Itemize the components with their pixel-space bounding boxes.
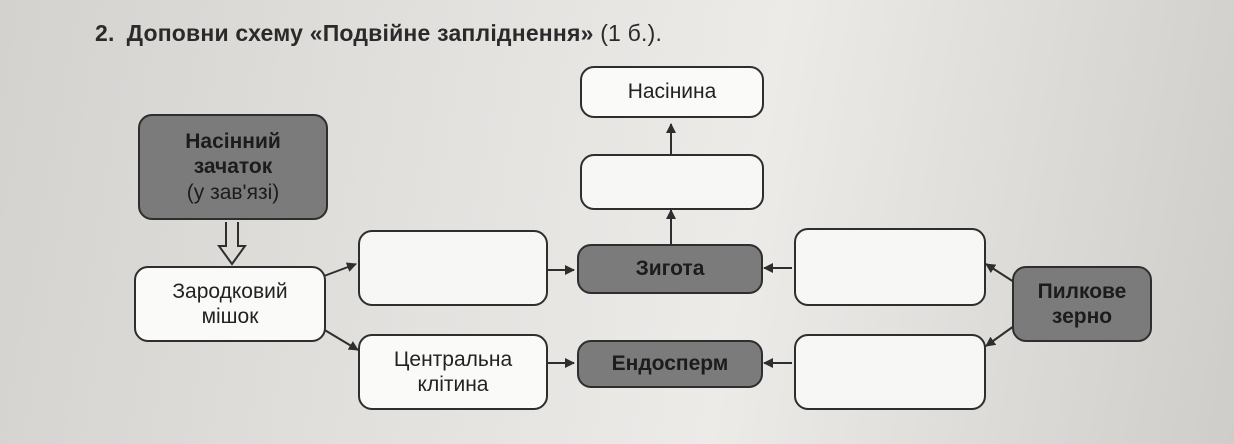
arrow-pollen-to-bottom [985,325,1015,347]
task-points: (1 б.). [600,20,663,46]
blank-above-zygote[interactable] [580,154,764,210]
node-pollen-grain-line2: зерно [1051,305,1113,328]
node-zygote-label: Зигота [635,257,705,281]
node-seed-label: Насінина [627,80,717,104]
node-endosperm: Ендосперм [577,340,763,388]
node-pollen-grain: Пилкове зерно [1012,266,1152,342]
blank-egg-cell[interactable] [358,230,548,306]
task-number: 2. [95,20,115,46]
arrow-pollen-to-top [985,263,1015,283]
node-zygote: Зигота [577,244,763,294]
blank-sperm-bottom[interactable] [794,334,986,410]
node-embryo-sac: Зародковий мішок [134,266,326,342]
node-embryo-sac-line2: мішок [201,305,259,328]
node-seed-ovule-line2: зачаток [193,155,273,179]
node-central-cell: Центральна клітина [358,334,548,410]
node-pollen-grain-line1: Пилкове [1037,279,1127,303]
double-arrow-down [217,222,247,266]
task-instruction: Доповни схему «Подвійне запліднення» [126,20,594,46]
node-seed-ovule-line3: (у зав'язі) [186,180,280,204]
node-endosperm-label: Ендосперм [611,352,729,376]
node-central-cell-line2: клітина [417,373,489,396]
blank-sperm-top[interactable] [794,228,986,306]
node-embryo-sac-line1: Зародковий [172,279,288,303]
task-title: 2. Доповни схему «Подвійне запліднення» (… [95,20,662,47]
node-central-cell-line1: Центральна [393,347,513,371]
node-seed-ovule: Насінний зачаток (у зав'язі) [138,114,328,220]
node-seed: Насінина [580,66,764,118]
node-seed-ovule-line1: Насінний [185,130,281,154]
